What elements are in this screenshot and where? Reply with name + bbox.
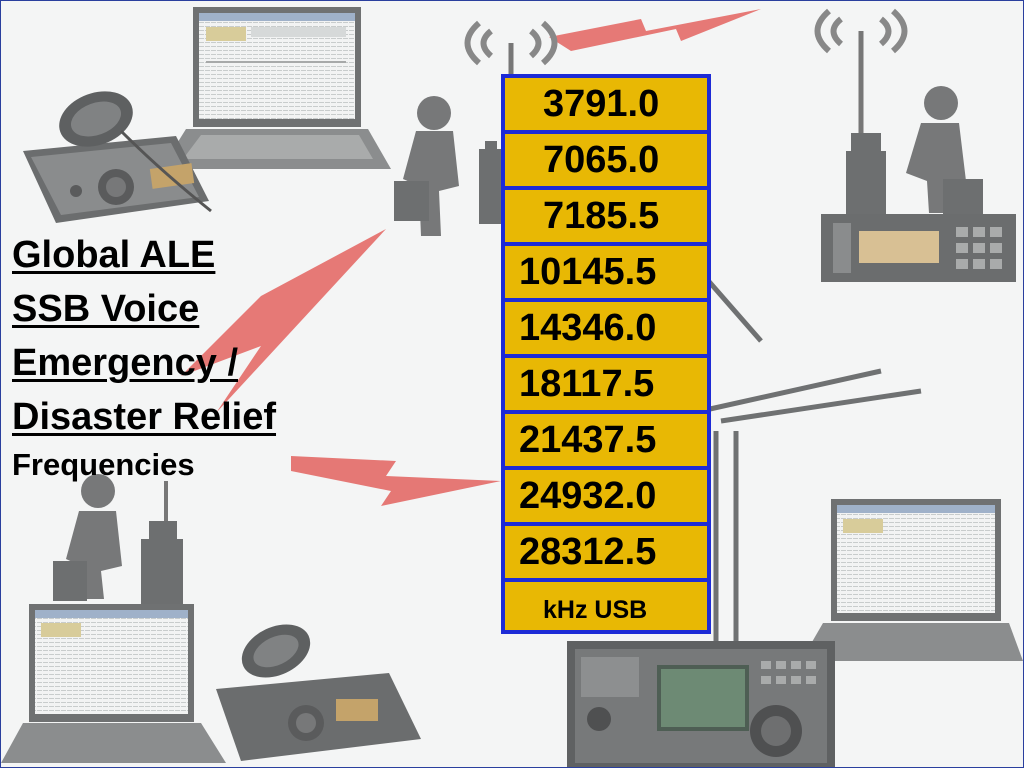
unit-row: kHz USB bbox=[501, 578, 711, 634]
operator-person-icon bbox=[846, 86, 983, 215]
frequency-value: 21437.5 bbox=[519, 419, 657, 461]
frequency-row: 24932.0 bbox=[501, 466, 711, 526]
frequency-value: 7065.0 bbox=[543, 139, 660, 181]
frequency-row: 21437.5 bbox=[501, 410, 711, 470]
laptop-icon bbox=[1, 604, 226, 763]
radio-transceiver-icon bbox=[821, 214, 1016, 282]
antenna-icon bbox=[464, 8, 908, 136]
frequency-unit-label: kHz USB bbox=[543, 596, 648, 624]
frequency-row: 10145.5 bbox=[501, 242, 711, 302]
radio-transceiver-icon bbox=[216, 624, 421, 761]
frequency-row: 7185.5 bbox=[501, 186, 711, 246]
frequency-value: 18117.5 bbox=[519, 363, 655, 405]
frequency-value: 10145.5 bbox=[519, 251, 657, 293]
title-line-2: SSB Voice bbox=[12, 288, 200, 330]
radio-transceiver-icon bbox=[23, 91, 212, 223]
frequency-value: 14346.0 bbox=[519, 307, 657, 349]
title-block: Global ALE SSB Voice Emergency / Disaste… bbox=[12, 228, 276, 484]
frequency-value: 28312.5 bbox=[519, 531, 657, 573]
title-line-1: Global ALE bbox=[12, 234, 216, 276]
frequency-row: 28312.5 bbox=[501, 522, 711, 582]
frequency-row: 3791.0 bbox=[501, 74, 711, 134]
laptop-icon bbox=[801, 499, 1023, 661]
frequency-value: 24932.0 bbox=[519, 475, 657, 517]
frequency-row: 14346.0 bbox=[501, 298, 711, 358]
lightning-bolt-icon bbox=[181, 9, 761, 506]
title-line-4: Disaster Relief bbox=[12, 396, 277, 438]
frequency-table: 3791.0 7065.0 7185.5 10145.5 14346.0 181… bbox=[501, 74, 711, 634]
operator-person-icon bbox=[394, 96, 503, 236]
operator-person-icon bbox=[53, 474, 183, 605]
radio-transceiver-icon bbox=[567, 641, 835, 767]
title-subtitle: Frequencies bbox=[12, 447, 195, 482]
frequency-row: 18117.5 bbox=[501, 354, 711, 414]
title-line-3: Emergency / bbox=[12, 342, 238, 384]
laptop-icon bbox=[161, 7, 391, 169]
frequency-row: 7065.0 bbox=[501, 130, 711, 190]
frequency-value: 3791.0 bbox=[543, 83, 660, 125]
frequency-value: 7185.5 bbox=[543, 195, 660, 237]
